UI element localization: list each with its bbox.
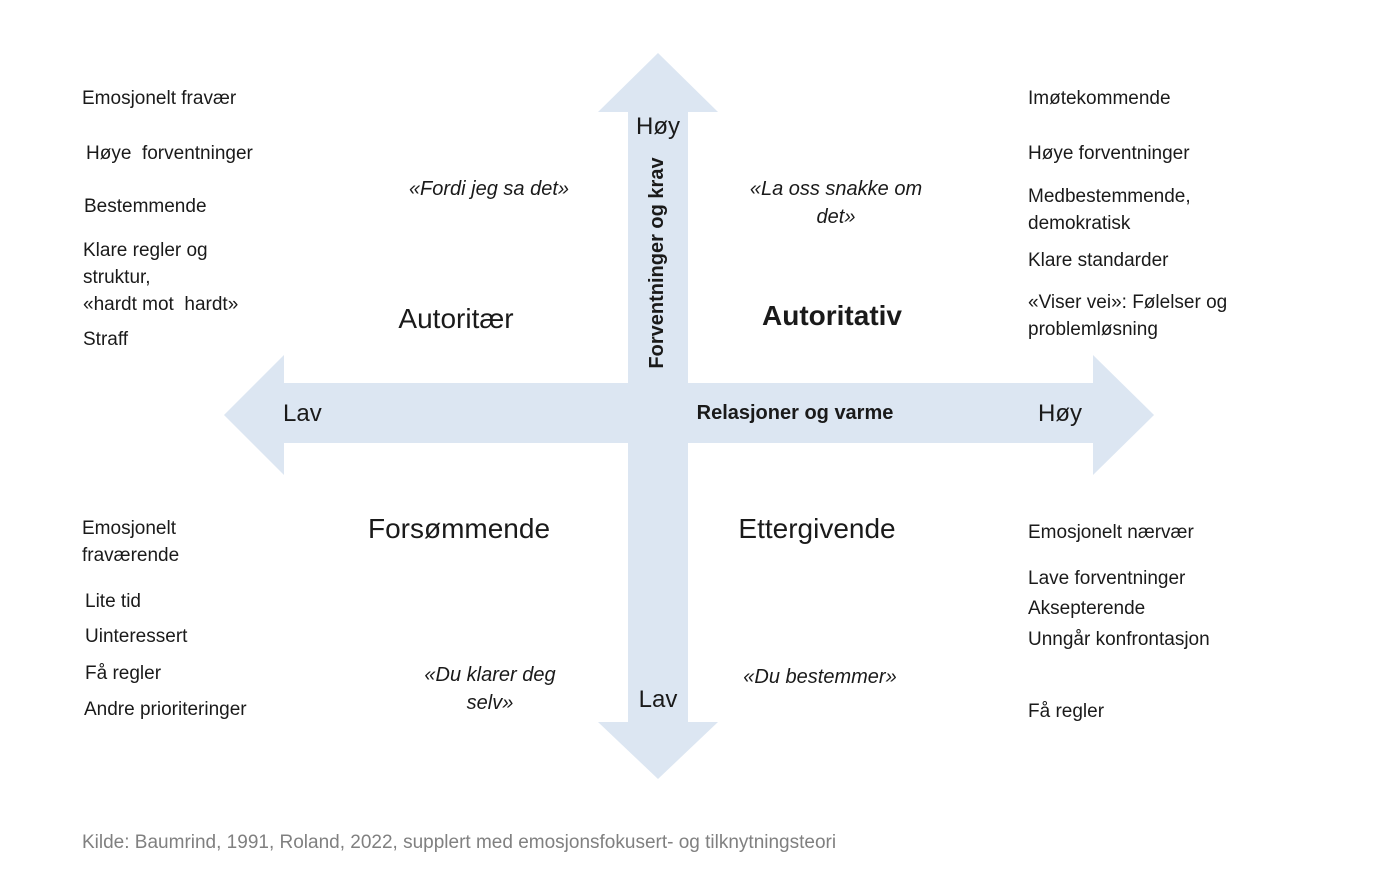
trait-autoritativ-5: «Viser vei»: Følelser og problemløsning bbox=[1028, 292, 1228, 340]
trait-forsoemmende-1: Emosjonelt fraværende bbox=[82, 518, 180, 566]
trait-forsoemmende-4: Få regler bbox=[85, 663, 162, 684]
trait-autoritaer-4: Klare regler og struktur, «hardt mot har… bbox=[83, 240, 239, 315]
trait-autoritativ-2: Høye forventninger bbox=[1028, 143, 1190, 164]
quadrant-title-autoritaer: Autoritær bbox=[398, 303, 514, 334]
horizontal-arrow-head-left bbox=[224, 355, 284, 475]
trait-autoritaer-1: Emosjonelt fravær bbox=[82, 88, 237, 109]
quote-forsoemmende: «Du klarer deg selv» bbox=[424, 664, 556, 714]
quote-autoritativ: «La oss snakke om det» bbox=[749, 178, 923, 228]
trait-autoritaer-5: Straff bbox=[83, 329, 129, 350]
horizontal-arrow-head-right bbox=[1093, 355, 1154, 475]
trait-autoritativ-4: Klare standarder bbox=[1028, 250, 1169, 271]
trait-autoritativ-3: Medbestemmende, demokratisk bbox=[1028, 186, 1191, 234]
vertical-axis-label: Forventninger og krav bbox=[646, 157, 668, 369]
vertical-arrow-head-bottom bbox=[598, 722, 718, 779]
trait-ettergivende-5: Få regler bbox=[1028, 701, 1105, 722]
vertical-arrow-head-top bbox=[598, 53, 718, 112]
horizontal-arrow-shaft bbox=[283, 383, 1093, 443]
trait-forsoemmende-2: Lite tid bbox=[85, 591, 141, 612]
source-citation: Kilde: Baumrind, 1991, Roland, 2022, sup… bbox=[82, 832, 837, 853]
vertical-axis-high-label: Høy bbox=[636, 113, 680, 140]
trait-autoritaer-2: Høye forventninger bbox=[86, 143, 253, 164]
quote-ettergivende: «Du bestemmer» bbox=[743, 666, 897, 688]
trait-ettergivende-1: Emosjonelt nærvær bbox=[1028, 522, 1194, 543]
trait-autoritaer-3: Bestemmende bbox=[84, 196, 207, 217]
trait-forsoemmende-3: Uinteressert bbox=[85, 626, 188, 647]
trait-ettergivende-4: Unngår konfrontasjon bbox=[1028, 629, 1210, 650]
trait-forsoemmende-5: Andre prioriteringer bbox=[84, 699, 247, 720]
quadrant-title-ettergivende: Ettergivende bbox=[738, 513, 896, 544]
trait-autoritativ-1: Imøtekommende bbox=[1028, 88, 1171, 109]
trait-ettergivende-3: Aksepterende bbox=[1028, 598, 1146, 619]
horizontal-axis-label: Relasjoner og varme bbox=[696, 402, 894, 424]
trait-ettergivende-2: Lave forventninger bbox=[1028, 568, 1186, 589]
horizontal-axis-high-label: Høy bbox=[1038, 400, 1082, 427]
quadrant-title-forsoemmende: Forsømmende bbox=[367, 513, 551, 544]
vertical-axis-low-label: Lav bbox=[638, 686, 678, 713]
quadrant-title-autoritativ: Autoritativ bbox=[762, 300, 902, 331]
horizontal-axis-low-label: Lav bbox=[283, 400, 322, 427]
quote-autoritaer: «Fordi jeg sa det» bbox=[408, 178, 570, 200]
